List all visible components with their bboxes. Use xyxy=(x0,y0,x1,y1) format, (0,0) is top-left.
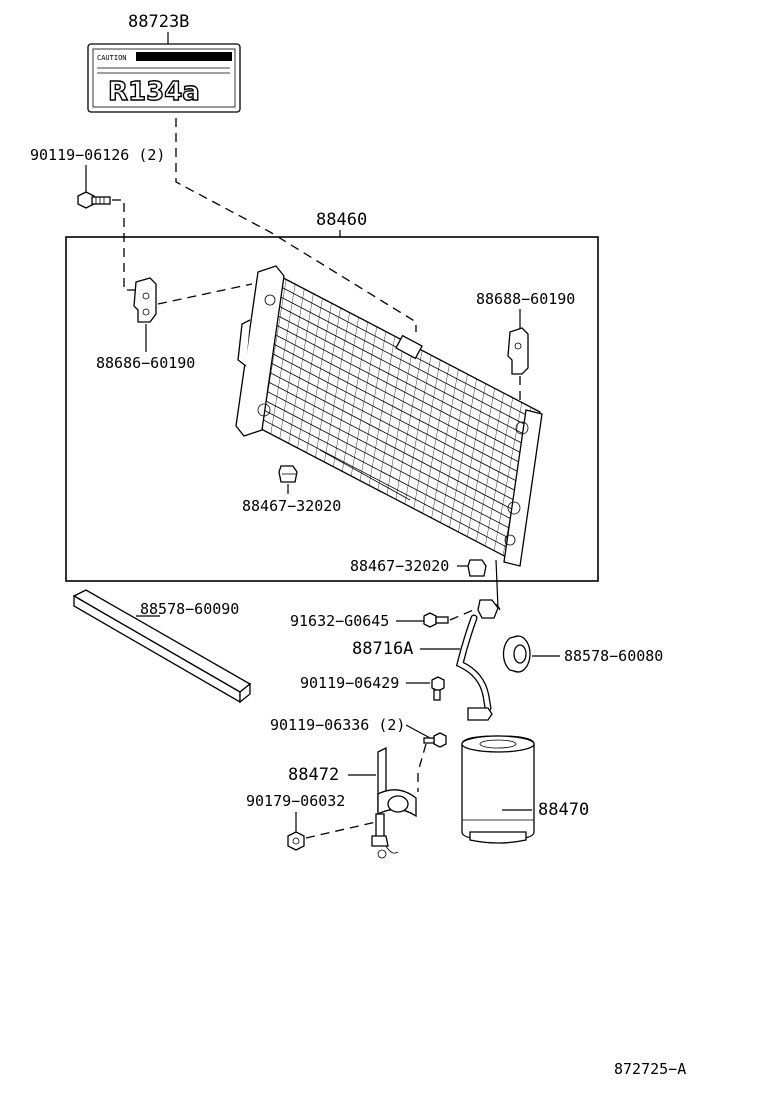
part-number-88716a: 88716A xyxy=(352,639,413,659)
part-number-88460: 88460 xyxy=(316,210,367,230)
part-number-90119-06126: 90119−06126 (2) xyxy=(30,146,165,164)
tube-88716a: 88716A xyxy=(352,559,501,721)
part-number-88578-60090: 88578−60090 xyxy=(140,600,239,618)
bolt-90119-06429: 90119−06429 xyxy=(300,674,445,701)
cushion-88467-32020-left: 88467−32020 xyxy=(242,465,341,515)
part-number-88467-32020-b: 88467−32020 xyxy=(350,557,449,575)
bracket-88688-60190: 88688−60190 xyxy=(476,290,575,404)
figure-id: 872725−A xyxy=(614,1060,686,1078)
nut-90179-06032: 90179−06032 xyxy=(246,792,345,851)
caution-label-text: CAUTION xyxy=(97,54,127,62)
seal-88578-60080: 88578−60080 xyxy=(502,635,663,673)
condenser-assembly-box xyxy=(65,236,599,582)
condenser-core xyxy=(235,265,543,567)
refrigerant-label-text: R134a xyxy=(108,77,200,107)
part-number-88688-60190: 88688−60190 xyxy=(476,290,575,308)
bracket-88472: 88472 xyxy=(288,746,417,859)
part-number-88686-60190: 88686−60190 xyxy=(96,354,195,372)
part-number-90179-06032: 90179−06032 xyxy=(246,792,345,810)
part-number-88470: 88470 xyxy=(538,800,589,820)
receiver-88470: 88470 xyxy=(461,735,589,844)
seal-88578-60090: 88578−60090 xyxy=(72,589,252,704)
cushion-88467-32020-right: 88467−32020 xyxy=(350,557,487,577)
part-number-88723b: 88723B xyxy=(128,12,189,32)
part-number-91632-g0645: 91632−G0645 xyxy=(290,612,389,630)
part-number-90119-06336: 90119−06336 (2) xyxy=(270,716,405,734)
part-number-88472: 88472 xyxy=(288,765,339,785)
bracket-88686-60190: 88686−60190 xyxy=(96,277,195,372)
part-number-88467-32020-a: 88467−32020 xyxy=(242,497,341,515)
part-number-90119-06429: 90119−06429 xyxy=(300,674,399,692)
bolt-91632-g0645: 91632−G0645 xyxy=(290,612,449,630)
bolt-90119-06336: 90119−06336 (2) xyxy=(270,716,447,748)
bolt-90119-06126: 90119−06126 (2) xyxy=(30,146,165,209)
caution-label-88723b: 88723B CAUTION R134a xyxy=(87,12,241,113)
part-number-88578-60080: 88578−60080 xyxy=(564,647,663,665)
